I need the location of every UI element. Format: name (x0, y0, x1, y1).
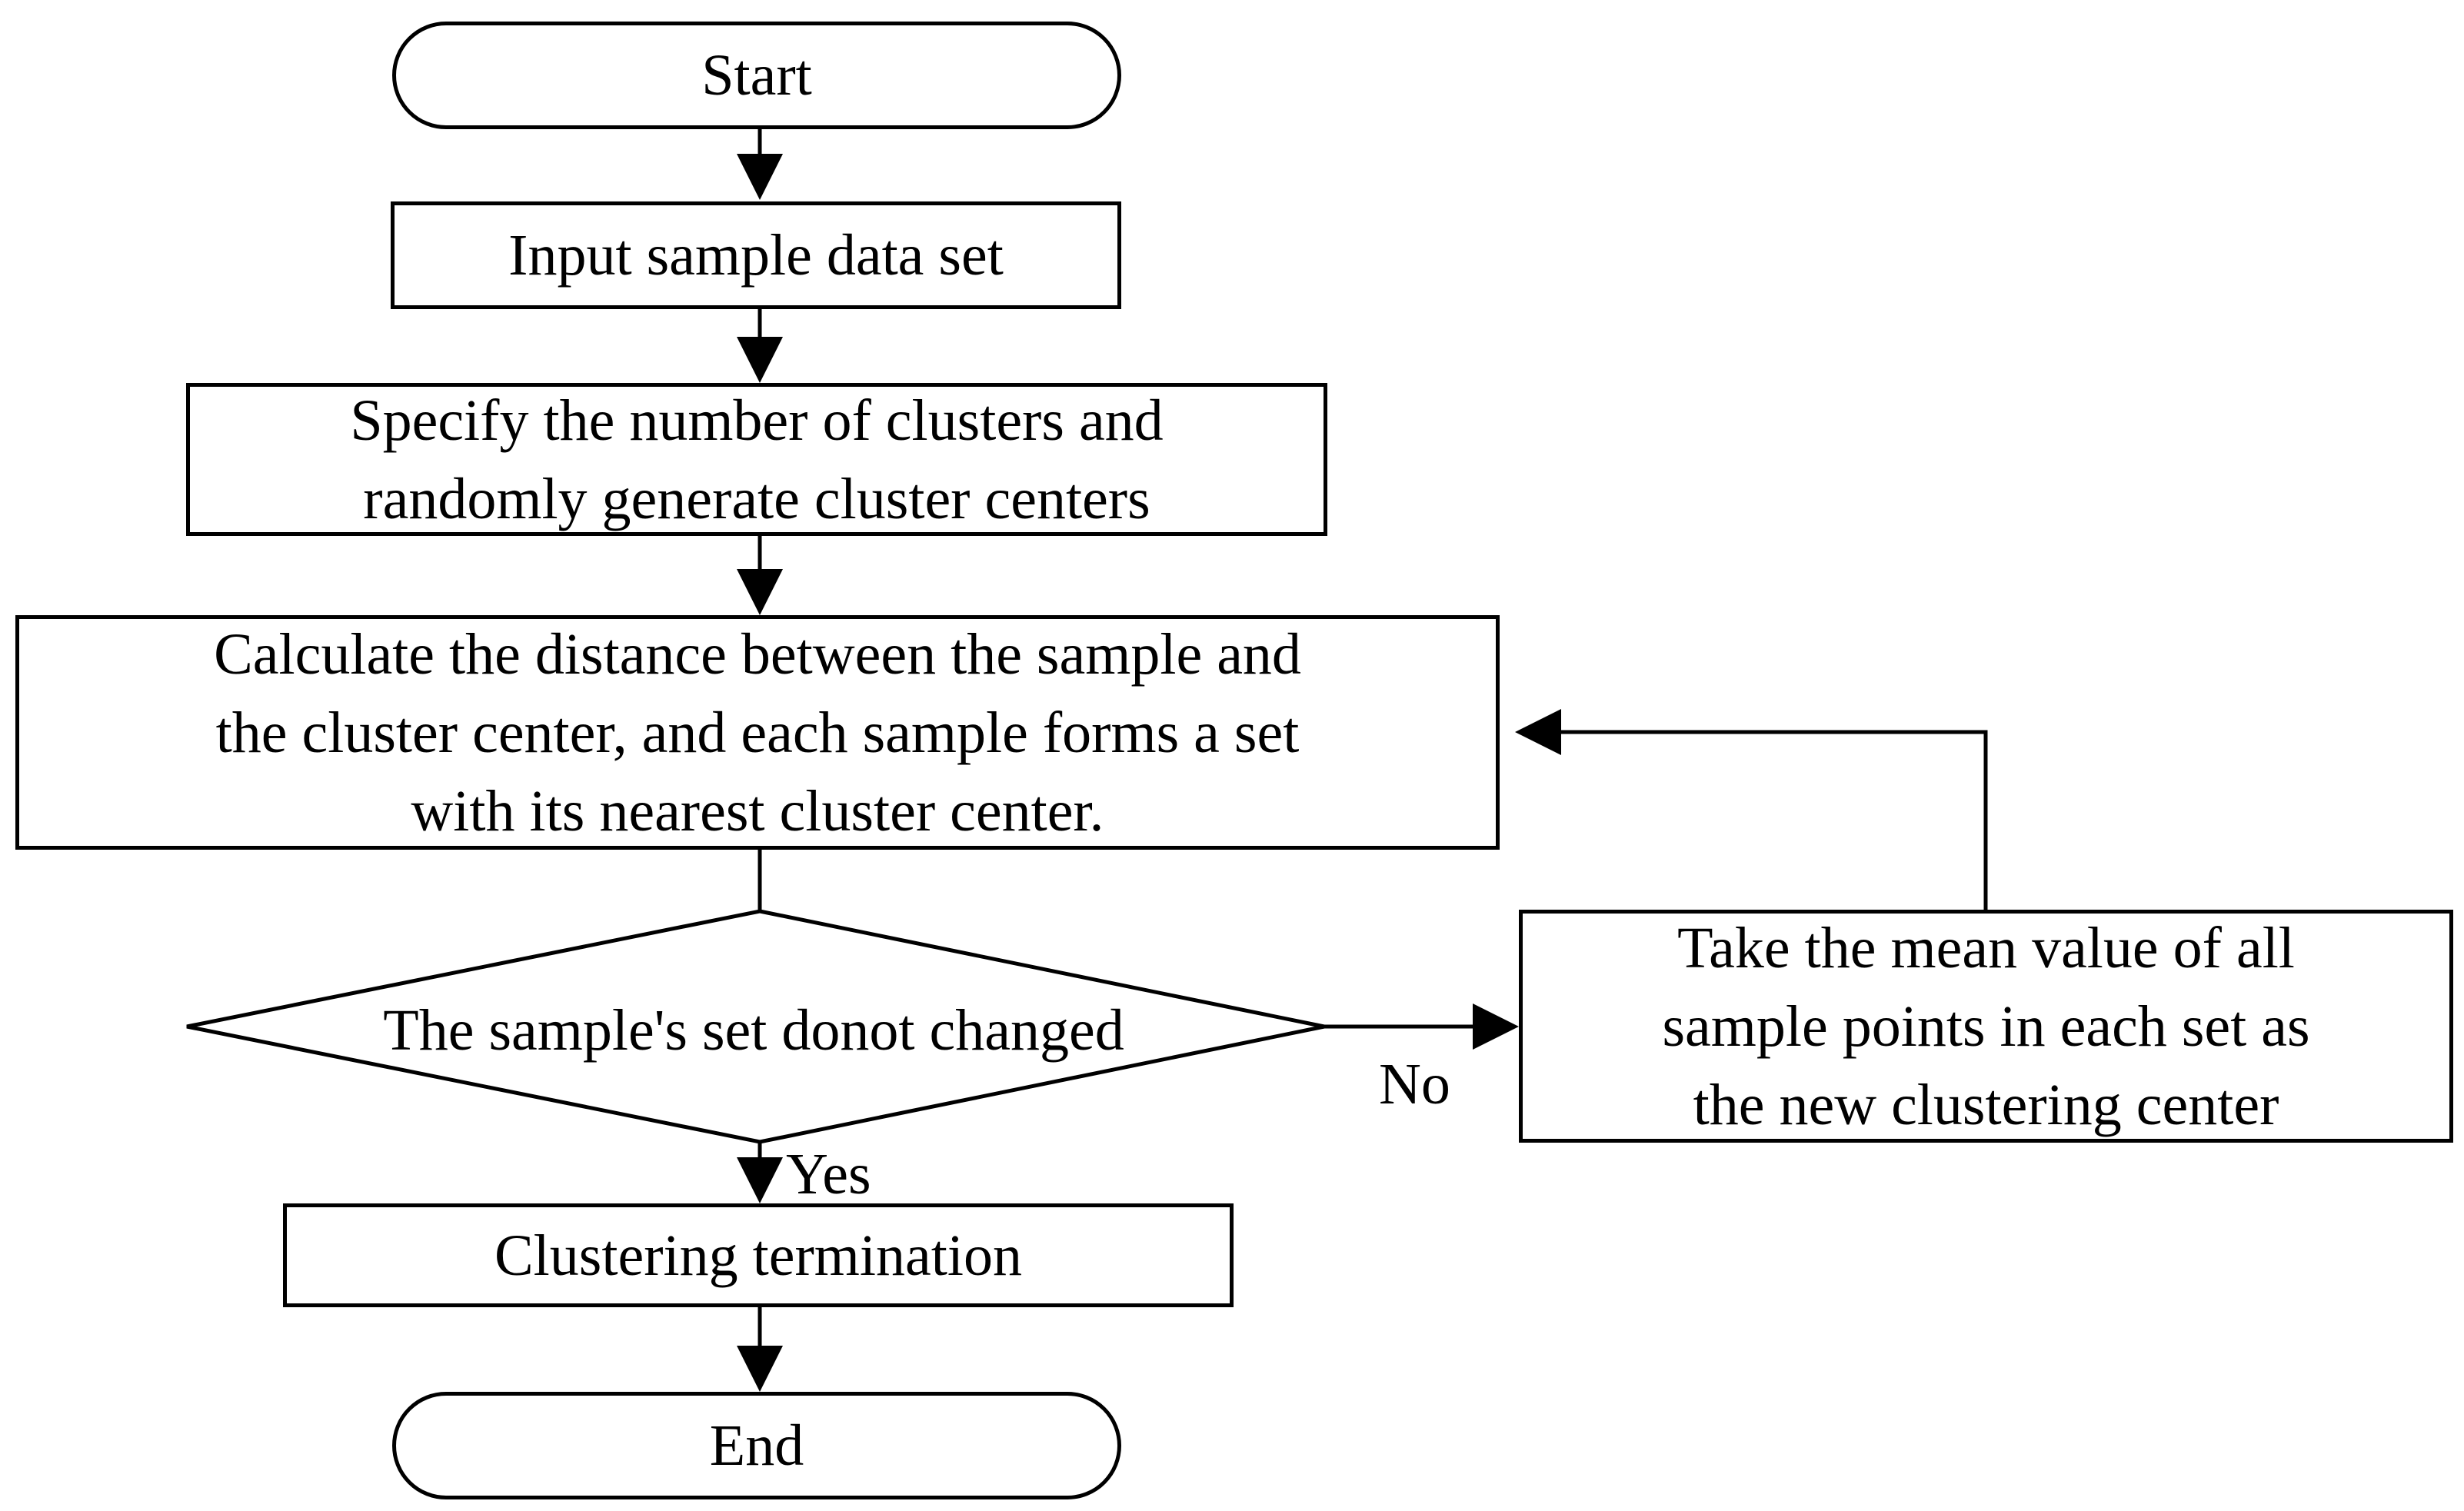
input-label: Input sample data set (508, 223, 1004, 288)
start-label: Start (701, 43, 812, 108)
calculate-box: Calculate the distance between the sampl… (15, 615, 1500, 850)
termination-box: Clustering termination (283, 1203, 1234, 1307)
arrowhead-specify-to-calculate (737, 569, 783, 615)
termination-label: Clustering termination (494, 1223, 1022, 1288)
arrowhead-start-to-input (737, 154, 783, 200)
arrowhead-decision-to-update (1473, 1003, 1519, 1050)
arrowhead-input-to-specify (737, 337, 783, 383)
update-label: Take the mean value of all sample points… (1662, 915, 2310, 1137)
arrowhead-termination-to-end (737, 1346, 783, 1392)
specify-label: Specify the number of clusters and rando… (350, 388, 1164, 531)
arrow-update-to-calculate (1538, 730, 1988, 910)
end-label: End (709, 1413, 804, 1478)
decision-diamond (186, 909, 1325, 1144)
arrowhead-decision-to-termination (737, 1157, 783, 1203)
input-box: Input sample data set (391, 201, 1121, 309)
decision-label: The sample's set donot changed (383, 998, 1124, 1063)
update-box: Take the mean value of all sample points… (1519, 910, 2453, 1143)
start-terminal: Start (392, 22, 1121, 129)
calculate-label: Calculate the distance between the sampl… (214, 621, 1301, 844)
specify-box: Specify the number of clusters and rando… (186, 383, 1327, 536)
yes-label: Yes (786, 1142, 871, 1206)
end-terminal: End (392, 1392, 1121, 1499)
no-label: No (1379, 1052, 1450, 1117)
arrowhead-update-to-calculate (1515, 709, 1561, 755)
